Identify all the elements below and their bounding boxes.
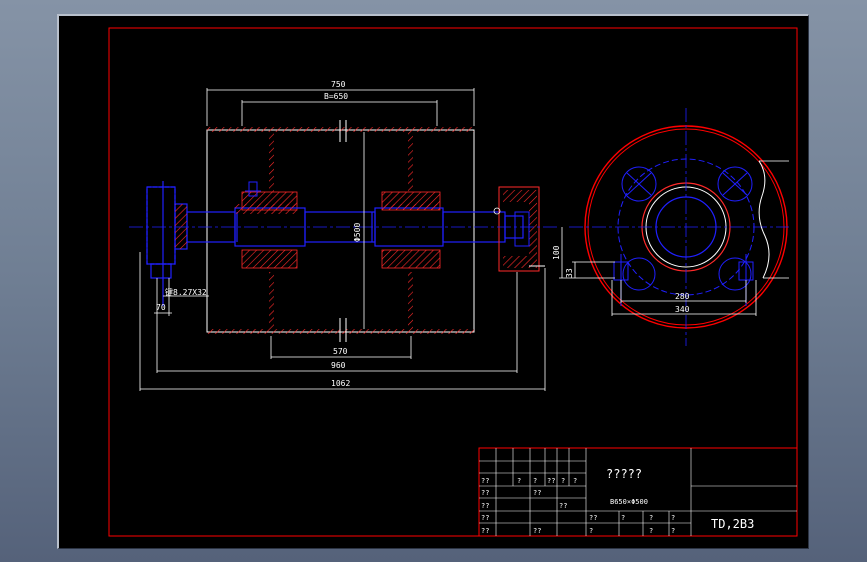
- svg-text:?: ?: [649, 514, 653, 522]
- svg-text:?: ?: [533, 477, 537, 485]
- drawing-border: [108, 27, 798, 537]
- title-block: ?? ? ? ?? ? ? ?? ?? ?? ?? ?? ?? ? ? ? ??…: [478, 447, 798, 537]
- dim-70: 70: [156, 303, 166, 312]
- pulley-end-view: [569, 108, 789, 346]
- svg-text:?: ?: [649, 527, 653, 535]
- dim-100: 100: [552, 245, 561, 260]
- svg-text:?: ?: [671, 527, 675, 535]
- svg-text:?: ?: [671, 514, 675, 522]
- svg-text:?: ?: [573, 477, 577, 485]
- cad-viewport[interactable]: Φ500 750 B=650 570 960 1062 键8.27Χ32 70: [57, 14, 809, 549]
- title-block-code: TD,2B3: [711, 517, 754, 531]
- dim-750: 750: [331, 80, 346, 89]
- svg-text:?: ?: [589, 527, 593, 535]
- svg-text:??: ??: [481, 527, 489, 535]
- dim-keyway: 键8.27Χ32: [165, 287, 207, 297]
- svg-text:?: ?: [621, 514, 625, 522]
- pulley-side-view: Φ500: [129, 120, 559, 342]
- pulley-shell: [206, 129, 475, 333]
- end-dimensions: [559, 227, 757, 316]
- dim-650: B=650: [324, 92, 348, 101]
- svg-text:??: ??: [533, 489, 541, 497]
- drawing-canvas: Φ500 750 B=650 570 960 1062 键8.27Χ32 70: [108, 27, 798, 537]
- dim-diameter: Φ500: [353, 223, 362, 242]
- svg-text:??: ??: [559, 502, 567, 510]
- left-hub-bottom: [241, 249, 298, 269]
- svg-text:??: ??: [533, 527, 541, 535]
- svg-text:??: ??: [481, 489, 489, 497]
- svg-text:??: ??: [547, 477, 555, 485]
- right-bearing: [493, 186, 545, 272]
- svg-text:??: ??: [589, 514, 597, 522]
- svg-text:??: ??: [481, 477, 489, 485]
- dim-33: 33: [565, 268, 574, 278]
- title-block-title: ?????: [606, 467, 642, 481]
- main-dimensions: [139, 88, 546, 391]
- svg-text:?: ?: [517, 477, 521, 485]
- svg-text:??: ??: [481, 514, 489, 522]
- svg-text:?: ?: [561, 477, 565, 485]
- dim-570: 570: [333, 347, 348, 356]
- dim-1062: 1062: [331, 379, 350, 388]
- right-hub-bottom: [381, 249, 441, 269]
- title-block-spec: B650×Φ500: [610, 498, 648, 506]
- dim-960: 960: [331, 361, 346, 370]
- svg-text:??: ??: [481, 502, 489, 510]
- dim-340: 340: [675, 305, 690, 314]
- dim-280: 280: [675, 292, 690, 301]
